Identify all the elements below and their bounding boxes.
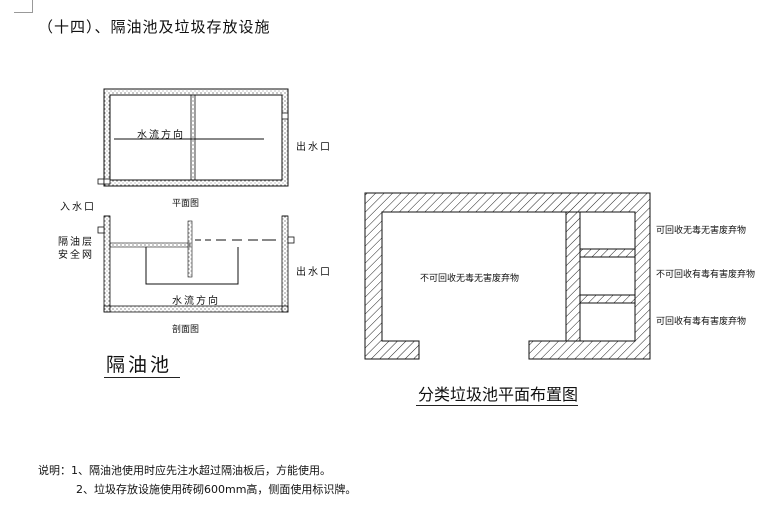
- page-title: （十四）、隔油池及垃圾存放设施: [38, 18, 271, 36]
- bin-label-1: 可回收无毒无害废弃物: [656, 226, 747, 236]
- plan-inlet-label: 入水口: [60, 202, 96, 213]
- section-caption: 剖面图: [172, 325, 200, 335]
- bin-separator-2: [579, 294, 636, 304]
- section-layer-label-2: 安全网: [58, 250, 94, 261]
- oil-trap-caption-underline: [104, 377, 180, 378]
- bin-label-2: 不可回收有毒有害废弃物: [656, 270, 756, 280]
- garbage-divider-wall: [565, 211, 581, 342]
- oil-trap-caption: 隔油池: [106, 354, 173, 376]
- section-outlet-label: 出水口: [296, 267, 332, 278]
- garbage-main-label: 不可回收无毒无害废弃物: [420, 274, 520, 284]
- plan-inner-basin: [109, 94, 283, 181]
- note-line-2: 2、垃圾存放设施使用砖砌600mm高，侧面使用标识牌。: [76, 483, 357, 496]
- section-inlet-pipe: [97, 226, 105, 234]
- note-line-1: 说明：1、隔油池使用时应先注水超过隔油板后，方能使用。: [38, 464, 331, 477]
- garbage-caption: 分类垃圾池平面布置图: [418, 385, 579, 404]
- garbage-pool-plan: [364, 192, 651, 360]
- section-layer-label-1: 隔油层: [58, 237, 94, 248]
- page-corner-mark: [14, 0, 33, 13]
- oil-trap-section-view: [97, 215, 295, 313]
- plan-caption: 平面图: [172, 199, 200, 209]
- garbage-outer-wall: [364, 192, 651, 360]
- plan-outlet-pipe: [281, 112, 289, 120]
- section-baffle: [187, 220, 193, 278]
- plan-outlet-label: 出水口: [296, 142, 332, 153]
- section-flow-label: 水流方向: [172, 296, 220, 307]
- section-flow-path: [145, 247, 239, 285]
- oil-trap-plan-view: [97, 88, 289, 187]
- plan-flow-label: 水流方向: [137, 130, 185, 141]
- plan-divider-wall: [190, 94, 196, 181]
- plan-inlet-pipe: [97, 178, 105, 185]
- bin-separator-1: [579, 248, 636, 258]
- garbage-caption-underline: [416, 405, 578, 406]
- section-outlet-pipe: [287, 236, 295, 244]
- section-safety-net: [109, 242, 191, 248]
- bin-label-3: 可回收有毒有害废弃物: [656, 317, 747, 327]
